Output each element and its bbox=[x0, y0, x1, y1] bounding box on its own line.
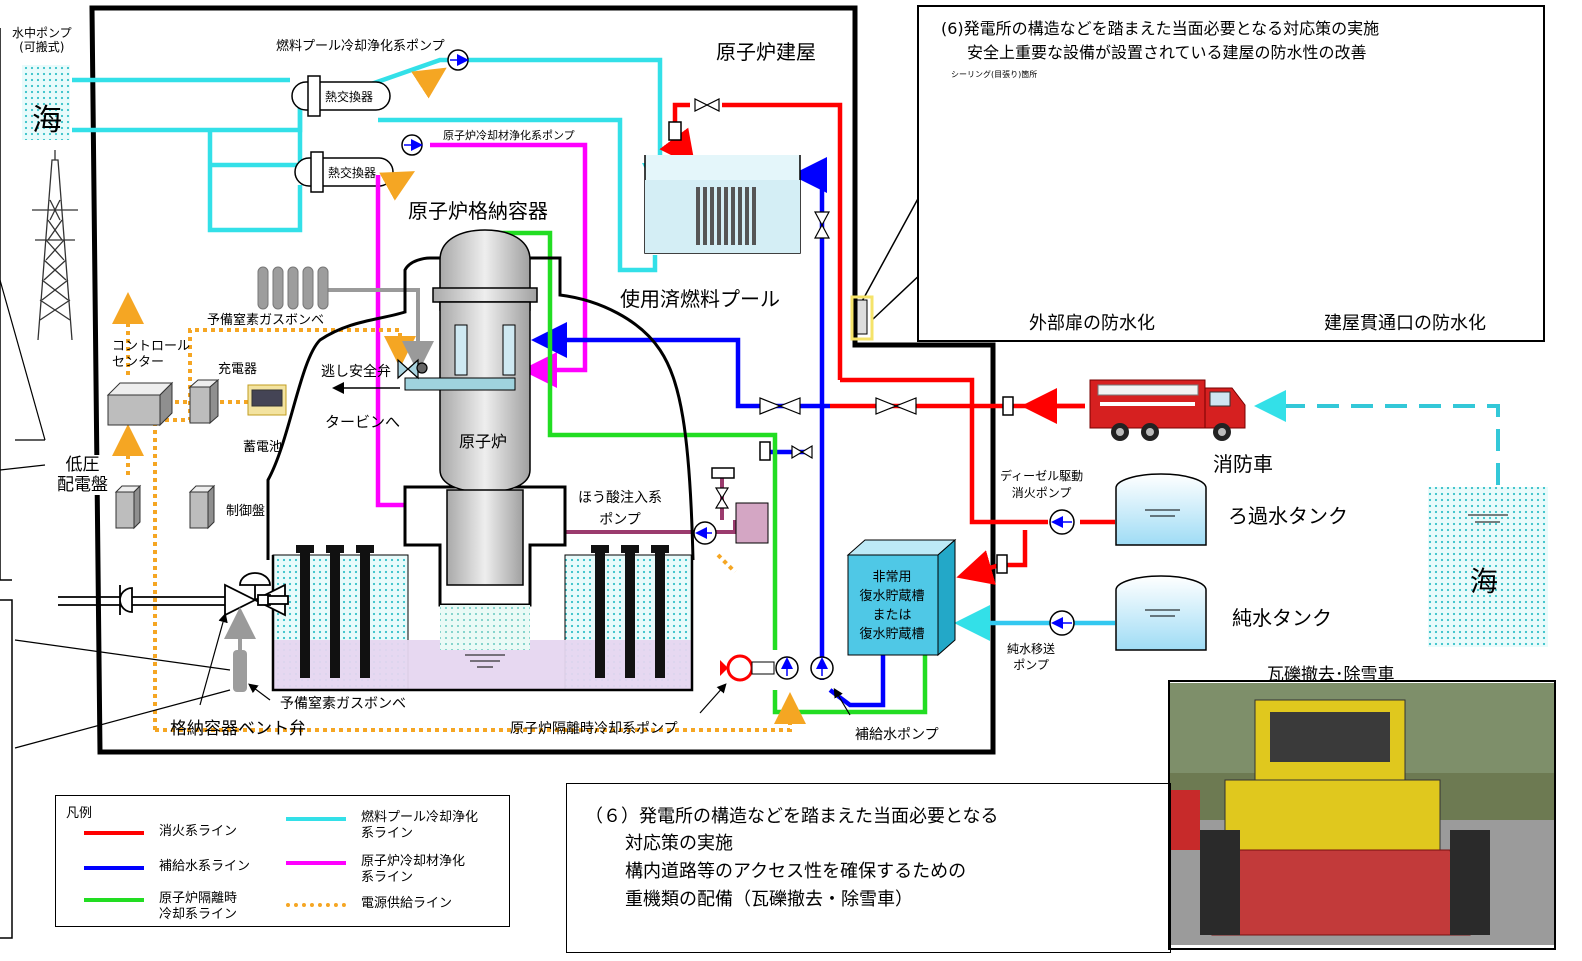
vent-valve bbox=[58, 572, 289, 617]
cuw-pump-label: 原子炉冷却材浄化系ポンプ bbox=[443, 129, 575, 142]
cst-box bbox=[846, 538, 957, 657]
lv-panel-label: 低圧 配電盤 bbox=[57, 455, 108, 495]
sea-to-firetruck-line bbox=[1254, 390, 1500, 485]
filtered-water-tank bbox=[1115, 473, 1207, 546]
fpc-pump-label: 燃料プール冷却浄化系ポンプ bbox=[276, 39, 445, 54]
transmission-tower bbox=[32, 150, 78, 341]
battery-label: 蓄電池 bbox=[243, 440, 283, 455]
diesel-pump-icon bbox=[1049, 509, 1075, 535]
spent-fuel-pool bbox=[644, 155, 801, 254]
legend-swatch bbox=[84, 898, 144, 902]
sea-right-box bbox=[1428, 487, 1548, 647]
callout-bottom-box: （６）発電所の構造などを踏まえた当面必要となる 対応策の実施 構内道路等のアクセ… bbox=[566, 783, 1171, 953]
srv-symbol bbox=[397, 358, 428, 380]
turbine-label: タービンへ bbox=[325, 413, 401, 431]
cst-label: 非常用 復水貯蔵槽 または 復水貯蔵槽 bbox=[859, 570, 925, 642]
leader-lines bbox=[0, 279, 851, 749]
filtered-tank-label: ろ過水タンク bbox=[1228, 504, 1348, 528]
legend-item-label: 電源供給ライン bbox=[361, 896, 453, 911]
legend-swatch bbox=[286, 861, 346, 865]
sea-right-water-level bbox=[1468, 514, 1508, 523]
callout-top-box: (6)発電所の構造などを踏まえた当面必要となる対応策の実施 安全上重要な設備が設… bbox=[917, 5, 1545, 342]
sfp-label: 使用済燃料プール bbox=[620, 287, 780, 311]
legend-item-label: 消火系ライン bbox=[159, 824, 238, 839]
n2-bottles-top-label: 予備窒素ガスボンベ bbox=[207, 313, 325, 328]
heat-exchanger-1 bbox=[291, 75, 391, 117]
n2-bottles-top bbox=[257, 266, 329, 310]
door-highlight bbox=[850, 295, 874, 341]
reactor-vessel bbox=[404, 229, 538, 586]
hx2-label: 熱交換器 bbox=[328, 166, 377, 180]
reactor-building-label: 原子炉建屋 bbox=[716, 40, 816, 64]
callout-pointers bbox=[859, 194, 926, 321]
boric-pump-icon bbox=[693, 521, 717, 545]
callout-bottom-line-1: （６）発電所の構造などを踏まえた当面必要となる bbox=[585, 806, 999, 827]
legend-swatch bbox=[84, 866, 144, 870]
rcic-pump-icon bbox=[775, 656, 799, 680]
n2-bottle-bottom-label: 予備窒素ガスボンベ bbox=[280, 696, 406, 712]
pcv-outline bbox=[266, 256, 695, 561]
rcic-pump-label: 原子炉隔離時冷却系ポンプ bbox=[510, 721, 678, 737]
hx1-label: 熱交換器 bbox=[325, 90, 374, 104]
makeup-pump-icon bbox=[810, 656, 834, 680]
legend-swatch bbox=[286, 817, 346, 821]
sea-left-box bbox=[22, 65, 70, 140]
diesel-pump-label: ディーゼル駆動 消火ポンプ bbox=[1000, 469, 1084, 500]
legend-swatch bbox=[84, 831, 144, 835]
pure-pump-label: 純水移送 ポンプ bbox=[1007, 642, 1056, 672]
legend-title: 凡例 bbox=[66, 806, 93, 821]
rcic-turbine bbox=[720, 654, 775, 682]
caption-door: 外部扉の防水化 bbox=[1029, 313, 1155, 334]
valve-symbols bbox=[694, 98, 917, 509]
control-panel-label: 制御盤 bbox=[226, 504, 266, 519]
callout-bottom-line-4: 重機類の配備（瓦礫撤去・除雪車） bbox=[625, 889, 913, 910]
pcv-label: 原子炉格納容器 bbox=[408, 199, 548, 223]
fpc-pump-icon bbox=[447, 49, 469, 71]
check-valves bbox=[668, 121, 1014, 574]
left-panel-edges bbox=[0, 28, 13, 939]
pure-water-tank bbox=[1115, 575, 1207, 651]
callout-top-title-1: (6)発電所の構造などを踏まえた当面必要となる対応策の実施 bbox=[941, 19, 1380, 38]
cuw-pump-icon bbox=[401, 134, 423, 156]
caption-penetration: 建屋貫通口の防水化 bbox=[1324, 313, 1486, 334]
boric-pump-label: ほう酸注入系 ポンプ bbox=[578, 490, 662, 528]
fire-truck-image bbox=[1089, 379, 1246, 441]
legend-item-label: 補給水系ライン bbox=[159, 859, 251, 874]
legend-box: 凡例 消火系ライン補給水系ライン原子炉隔離時 冷却系ライン 燃料プール冷却浄化 系… bbox=[55, 795, 510, 927]
srv-label: 逃し安全弁 bbox=[321, 364, 391, 380]
electrical-boxes bbox=[106, 378, 287, 530]
charger-label: 充電器 bbox=[218, 362, 258, 377]
sealing-label: シーリング(目張り)箇所 bbox=[951, 70, 1038, 79]
sea-right-label: 海 bbox=[1470, 565, 1499, 598]
legend-item-label: 原子炉冷却材浄化 系ライン bbox=[361, 854, 466, 885]
suppression-pool bbox=[271, 545, 694, 692]
legend-swatch bbox=[286, 903, 346, 907]
fire-truck-label: 消防車 bbox=[1213, 452, 1273, 476]
door-marker bbox=[856, 299, 868, 335]
pure-pump-icon bbox=[1049, 610, 1075, 636]
n2-line bbox=[325, 288, 434, 373]
fpc-lines bbox=[72, 57, 678, 273]
makeup-pump-label: 補給水ポンプ bbox=[855, 727, 939, 743]
legend-item-label: 原子炉隔離時 冷却系ライン bbox=[159, 891, 238, 922]
control-center-label: コントロール センター bbox=[112, 339, 191, 370]
boric-acid-tank bbox=[735, 502, 769, 544]
pure-tank-label: 純水タンク bbox=[1232, 606, 1332, 630]
portable-pump-label: 水中ポンプ (可搬式) bbox=[12, 26, 72, 54]
debris-photo-frame bbox=[1168, 680, 1556, 950]
legend-item-label: 燃料プール冷却浄化 系ライン bbox=[361, 810, 479, 841]
callout-bottom-line-3: 構内道路等のアクセス性を確保するための bbox=[625, 861, 967, 882]
callout-top-title-2: 安全上重要な設備が設置されている建屋の防水性の改善 bbox=[967, 43, 1367, 62]
callout-bottom-line-2: 対応策の実施 bbox=[625, 833, 733, 854]
reactor-building-outline bbox=[89, 5, 996, 755]
debris-vehicle-photo bbox=[1170, 683, 1554, 945]
vent-valve-label: 格納容器ベント弁 bbox=[170, 719, 306, 739]
reactor-label: 原子炉 bbox=[459, 432, 508, 451]
sea-left-label: 海 bbox=[32, 103, 62, 138]
vent-n2-bottle bbox=[224, 607, 256, 692]
